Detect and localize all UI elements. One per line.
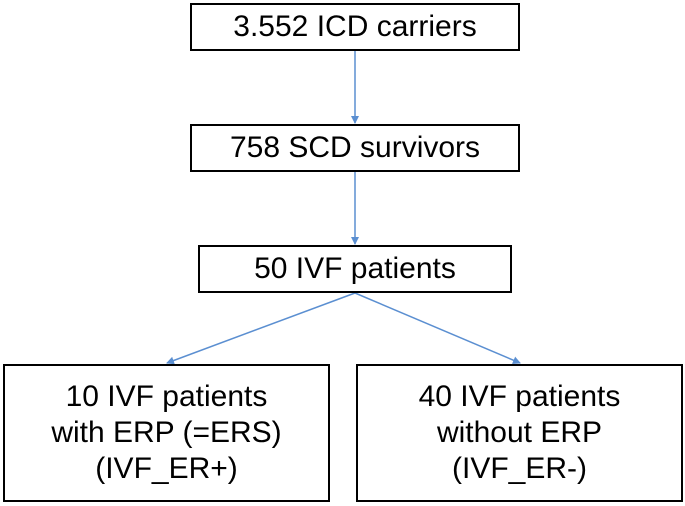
node-ivf-er-negative-line-1: 40 IVF patients — [418, 380, 621, 413]
node-icd-carriers-label: 3.552 ICD carriers — [233, 10, 477, 43]
node-ivf-patients-label: 50 IVF patients — [254, 252, 456, 285]
node-scd-survivors: 758 SCD survivors — [190, 124, 520, 172]
arrow-ivf-to-ivf-er-negative — [354, 292, 521, 364]
node-ivf-er-negative-line-2: without ERP — [436, 416, 603, 449]
node-ivf-er-negative-line-3: (IVF_ER-) — [452, 452, 587, 485]
node-ivf-er-positive: 10 IVF patients with ERP (=ERS) (IVF_ER+… — [3, 364, 330, 502]
node-ivf-er-positive-line-3: (IVF_ER+) — [95, 452, 238, 485]
arrow-ivf-to-ivf-er-positive — [166, 292, 356, 365]
node-ivf-patients: 50 IVF patients — [198, 245, 512, 293]
node-ivf-er-negative: 40 IVF patients without ERP (IVF_ER-) — [356, 364, 683, 502]
node-icd-carriers: 3.552 ICD carriers — [190, 3, 520, 51]
node-ivf-er-positive-line-2: with ERP (=ERS) — [51, 416, 282, 449]
node-ivf-er-positive-line-1: 10 IVF patients — [65, 380, 268, 413]
node-scd-survivors-label: 758 SCD survivors — [229, 131, 481, 164]
